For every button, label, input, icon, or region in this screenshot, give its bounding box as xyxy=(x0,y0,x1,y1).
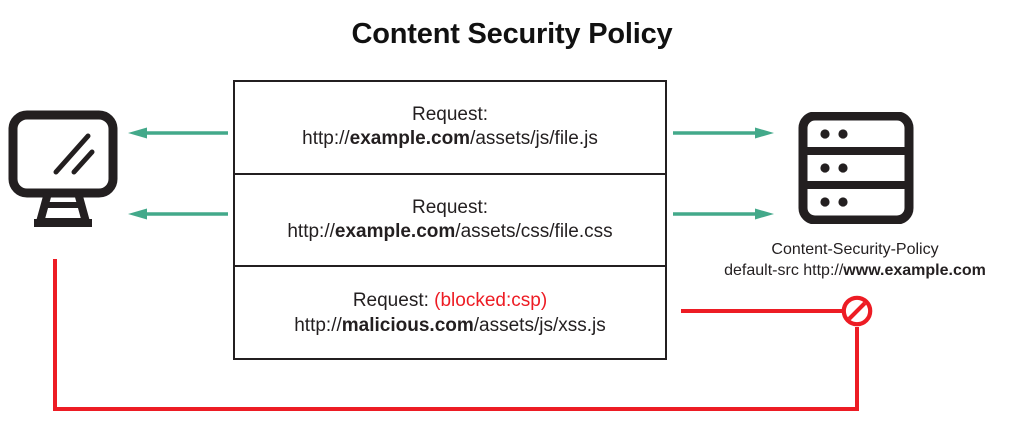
request-path-1: /assets/js/file.js xyxy=(470,128,598,150)
request-path-3: /assets/js/xss.js xyxy=(473,314,606,336)
request-scheme-3: http:// xyxy=(294,314,342,336)
request-url-1: http://example.com/assets/js/file.js xyxy=(302,127,598,151)
request-row-3: Request: (blocked:csp) http://malicious.… xyxy=(235,267,665,360)
request-label-text-2: Request: xyxy=(411,196,489,218)
request-label-text-1: Request: xyxy=(411,104,489,126)
server-rack-icon xyxy=(798,111,914,225)
request-host-2: example.com xyxy=(334,220,456,242)
server-policy-caption: Content-Security-Policy default-src http… xyxy=(686,239,1024,282)
request-label-3: Request: (blocked:csp) xyxy=(353,289,547,313)
page-title: Content Security Policy xyxy=(351,18,673,50)
policy-value-prefix: default-src http:// xyxy=(724,262,844,280)
policy-directive-value: default-src http://www.example.com xyxy=(686,260,1024,281)
request-host-1: example.com xyxy=(349,128,471,150)
desktop-monitor-icon xyxy=(8,110,118,230)
request-url-2: http://example.com/assets/css/file.css xyxy=(287,220,612,244)
blocked-status-badge: (blocked:csp) xyxy=(434,290,548,312)
request-path-2: /assets/css/file.css xyxy=(455,220,613,242)
request-label-2: Request: xyxy=(412,196,488,220)
request-host-3: malicious.com xyxy=(341,314,474,336)
request-list: Request: http://example.com/assets/js/fi… xyxy=(233,80,667,360)
request-scheme-1: http:// xyxy=(302,128,350,150)
no-entry-icon xyxy=(840,294,874,328)
policy-value-host: www.example.com xyxy=(843,262,986,280)
policy-directive-name: Content-Security-Policy xyxy=(771,241,939,258)
request-label-1: Request: xyxy=(412,103,488,127)
request-row-1: Request: http://example.com/assets/js/fi… xyxy=(235,82,665,175)
request-scheme-2: http:// xyxy=(287,220,335,242)
request-row-2: Request: http://example.com/assets/css/f… xyxy=(235,175,665,268)
request-url-3: http://malicious.com/assets/js/xss.js xyxy=(294,314,606,338)
blocked-path xyxy=(53,259,859,411)
request-label-text-3: Request: xyxy=(352,290,429,312)
allowed-arrow-row-2 xyxy=(128,208,774,220)
allowed-arrow-row-1 xyxy=(128,127,774,139)
